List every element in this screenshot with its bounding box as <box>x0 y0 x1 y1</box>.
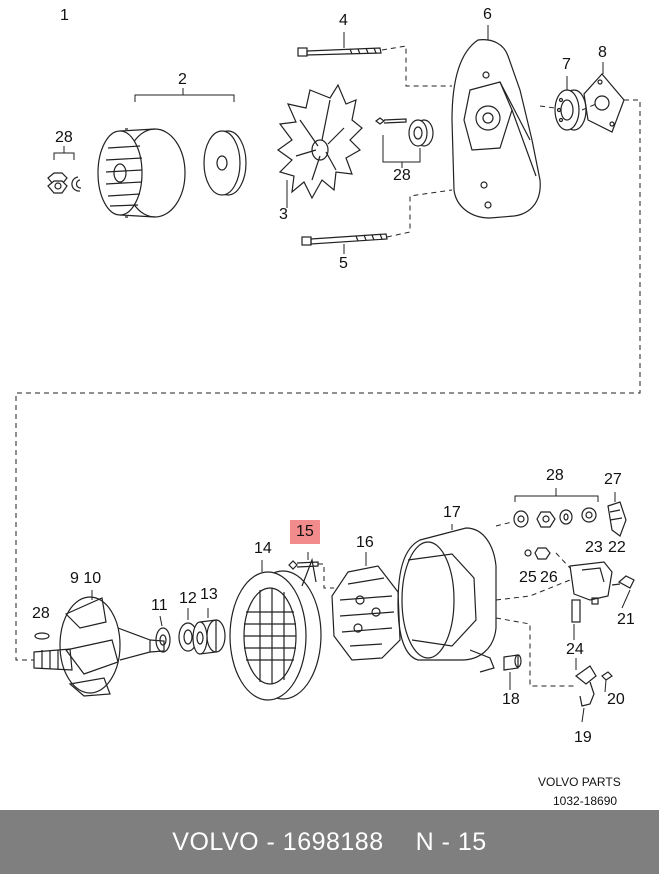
callout-20: 20 <box>607 691 625 708</box>
bearing-part <box>192 619 226 655</box>
regulator-part <box>569 561 613 623</box>
callout-24: 24 <box>566 641 584 658</box>
callout-28: 28 <box>393 167 411 184</box>
callout-21: 21 <box>617 611 635 628</box>
callout-7: 7 <box>562 56 571 73</box>
leader-lines-bottom <box>91 488 631 723</box>
callout-28: 28 <box>32 605 50 622</box>
reference-brand: VOLVO PARTS <box>538 775 621 789</box>
callout-26: 26 <box>540 569 558 586</box>
callout-13: 13 <box>200 586 218 603</box>
bushing-part <box>408 119 434 147</box>
bearing-part <box>155 627 171 653</box>
terminal-part <box>575 665 613 707</box>
housing-part <box>397 527 497 673</box>
callout-6: 6 <box>483 6 492 23</box>
pulley-part <box>97 128 186 218</box>
callout-28: 28 <box>55 129 73 146</box>
washer-part <box>203 130 247 196</box>
callout-5: 5 <box>339 255 348 272</box>
sleeve-part <box>503 654 522 671</box>
callout-14: 14 <box>254 540 272 557</box>
callout-25: 25 <box>519 569 537 586</box>
callout-28: 28 <box>546 467 564 484</box>
reference-code: 1032-18690 <box>553 794 618 808</box>
terminal-cap-part <box>607 501 627 537</box>
leader-lines-top <box>53 25 604 254</box>
footer-position: N - 15 <box>415 827 487 856</box>
callout-16: 16 <box>356 534 374 551</box>
callout-8: 8 <box>598 44 607 61</box>
through-bolt-part <box>297 47 382 57</box>
rectifier-part <box>331 565 401 661</box>
callout-4: 4 <box>339 12 348 29</box>
terminal-hardware-part <box>513 507 597 528</box>
dashed-guide-bottom <box>318 521 576 687</box>
dashed-guide-top <box>15 45 641 661</box>
washer-part <box>34 632 50 640</box>
stator-part <box>229 557 322 701</box>
footer-bar: VOLVO - 1698188 N - 15 <box>0 810 659 874</box>
through-bolt-part <box>301 233 388 246</box>
nut-part <box>47 172 82 194</box>
nut-part <box>524 547 551 560</box>
exploded-parts-diagram: 1 2 28 3 4 5 28 6 7 8 28 27 17 15 16 14 … <box>15 6 641 808</box>
end-frame-part <box>451 39 541 219</box>
screw-part <box>375 117 407 125</box>
callout-17: 17 <box>443 504 461 521</box>
retainer-plate-part <box>583 73 625 133</box>
callout-1: 1 <box>60 7 69 24</box>
callout-9-10: 9 10 <box>70 570 102 587</box>
callout-11: 11 <box>151 597 168 614</box>
callout-23: 23 <box>585 539 603 556</box>
fan-part <box>276 83 363 200</box>
callout-22: 22 <box>608 539 626 556</box>
callout-15-highlighted: 15 <box>290 520 320 544</box>
bearing-part <box>554 89 587 131</box>
callout-18: 18 <box>502 691 520 708</box>
callout-2: 2 <box>178 71 187 88</box>
screw-part <box>611 575 635 589</box>
callout-12: 12 <box>179 590 197 607</box>
alternator-exploded-view <box>15 25 641 723</box>
callout-27: 27 <box>604 471 622 488</box>
callout-3: 3 <box>279 206 288 223</box>
rotor-part <box>33 596 165 697</box>
footer-part-number: VOLVO - 1698188 <box>172 827 384 856</box>
callout-19: 19 <box>574 729 592 746</box>
